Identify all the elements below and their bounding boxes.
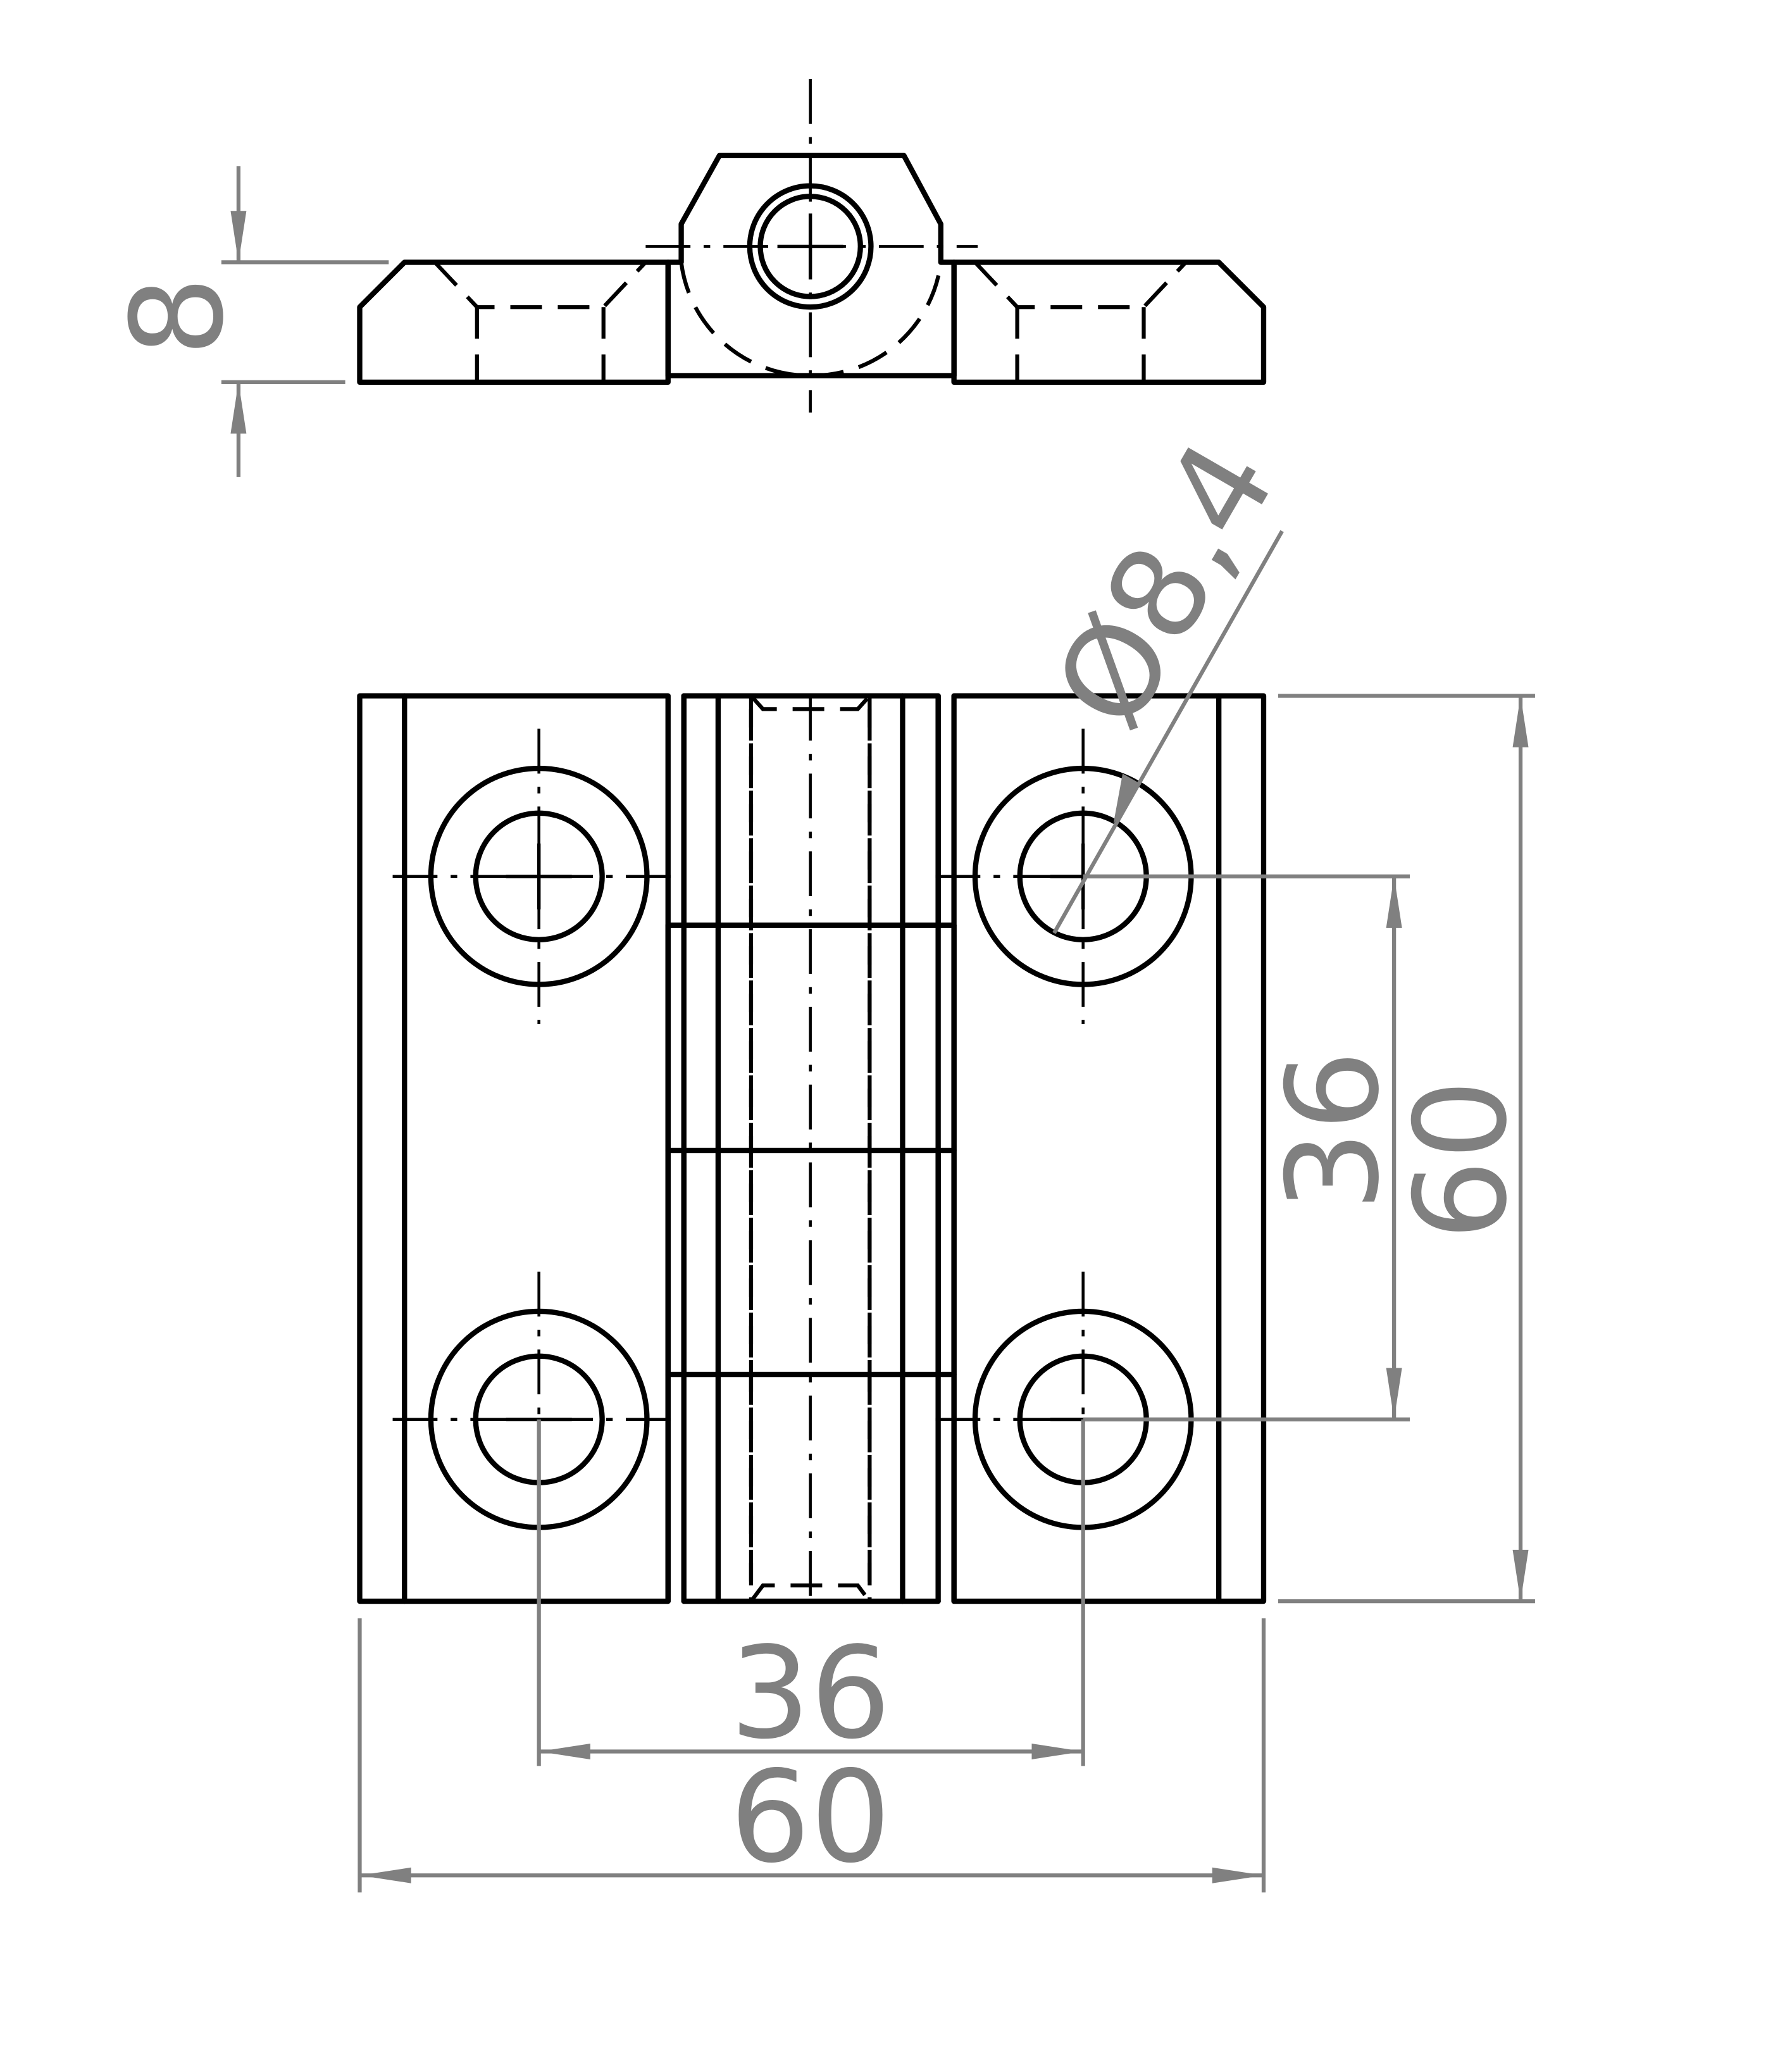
arrow-down xyxy=(1512,1549,1529,1602)
arrow-right xyxy=(1212,1867,1264,1883)
left-leaf-profile xyxy=(357,259,671,385)
diameter-arrow xyxy=(1113,773,1142,824)
right-leaf-profile xyxy=(951,259,1267,385)
arrow-right xyxy=(1031,1743,1083,1759)
horizontal-hole-spacing-dimension: 36 xyxy=(537,1419,1085,1768)
knuckle-hidden-arc xyxy=(679,262,943,378)
thickness-label: 8 xyxy=(104,276,252,356)
width-60-label: 60 xyxy=(730,1744,890,1891)
arrow-down xyxy=(1386,1368,1402,1420)
right-countersink-hidden xyxy=(973,261,1188,382)
arrow-down xyxy=(230,211,247,263)
vertical-36-label: 36 xyxy=(1260,1050,1407,1211)
diameter-leader xyxy=(1052,530,1284,934)
horizontal-36-label: 36 xyxy=(730,1620,890,1768)
arrow-up xyxy=(1386,876,1402,928)
width-dimension: 60 xyxy=(358,1618,1266,1893)
arrow-up xyxy=(1512,696,1529,747)
height-dimension: 60 xyxy=(1278,694,1535,1604)
thickness-dimension: 8 xyxy=(104,166,389,477)
front-view xyxy=(357,693,1267,1604)
arrow-left xyxy=(359,1867,411,1883)
vertical-hole-spacing-dimension: 36 xyxy=(1083,874,1410,1421)
arrow-left xyxy=(538,1743,590,1759)
height-60-label: 60 xyxy=(1388,1079,1535,1240)
arrow-up xyxy=(230,382,247,434)
top-view xyxy=(357,78,1267,413)
knuckle-profile xyxy=(665,153,957,378)
left-countersink-hidden xyxy=(433,261,647,382)
